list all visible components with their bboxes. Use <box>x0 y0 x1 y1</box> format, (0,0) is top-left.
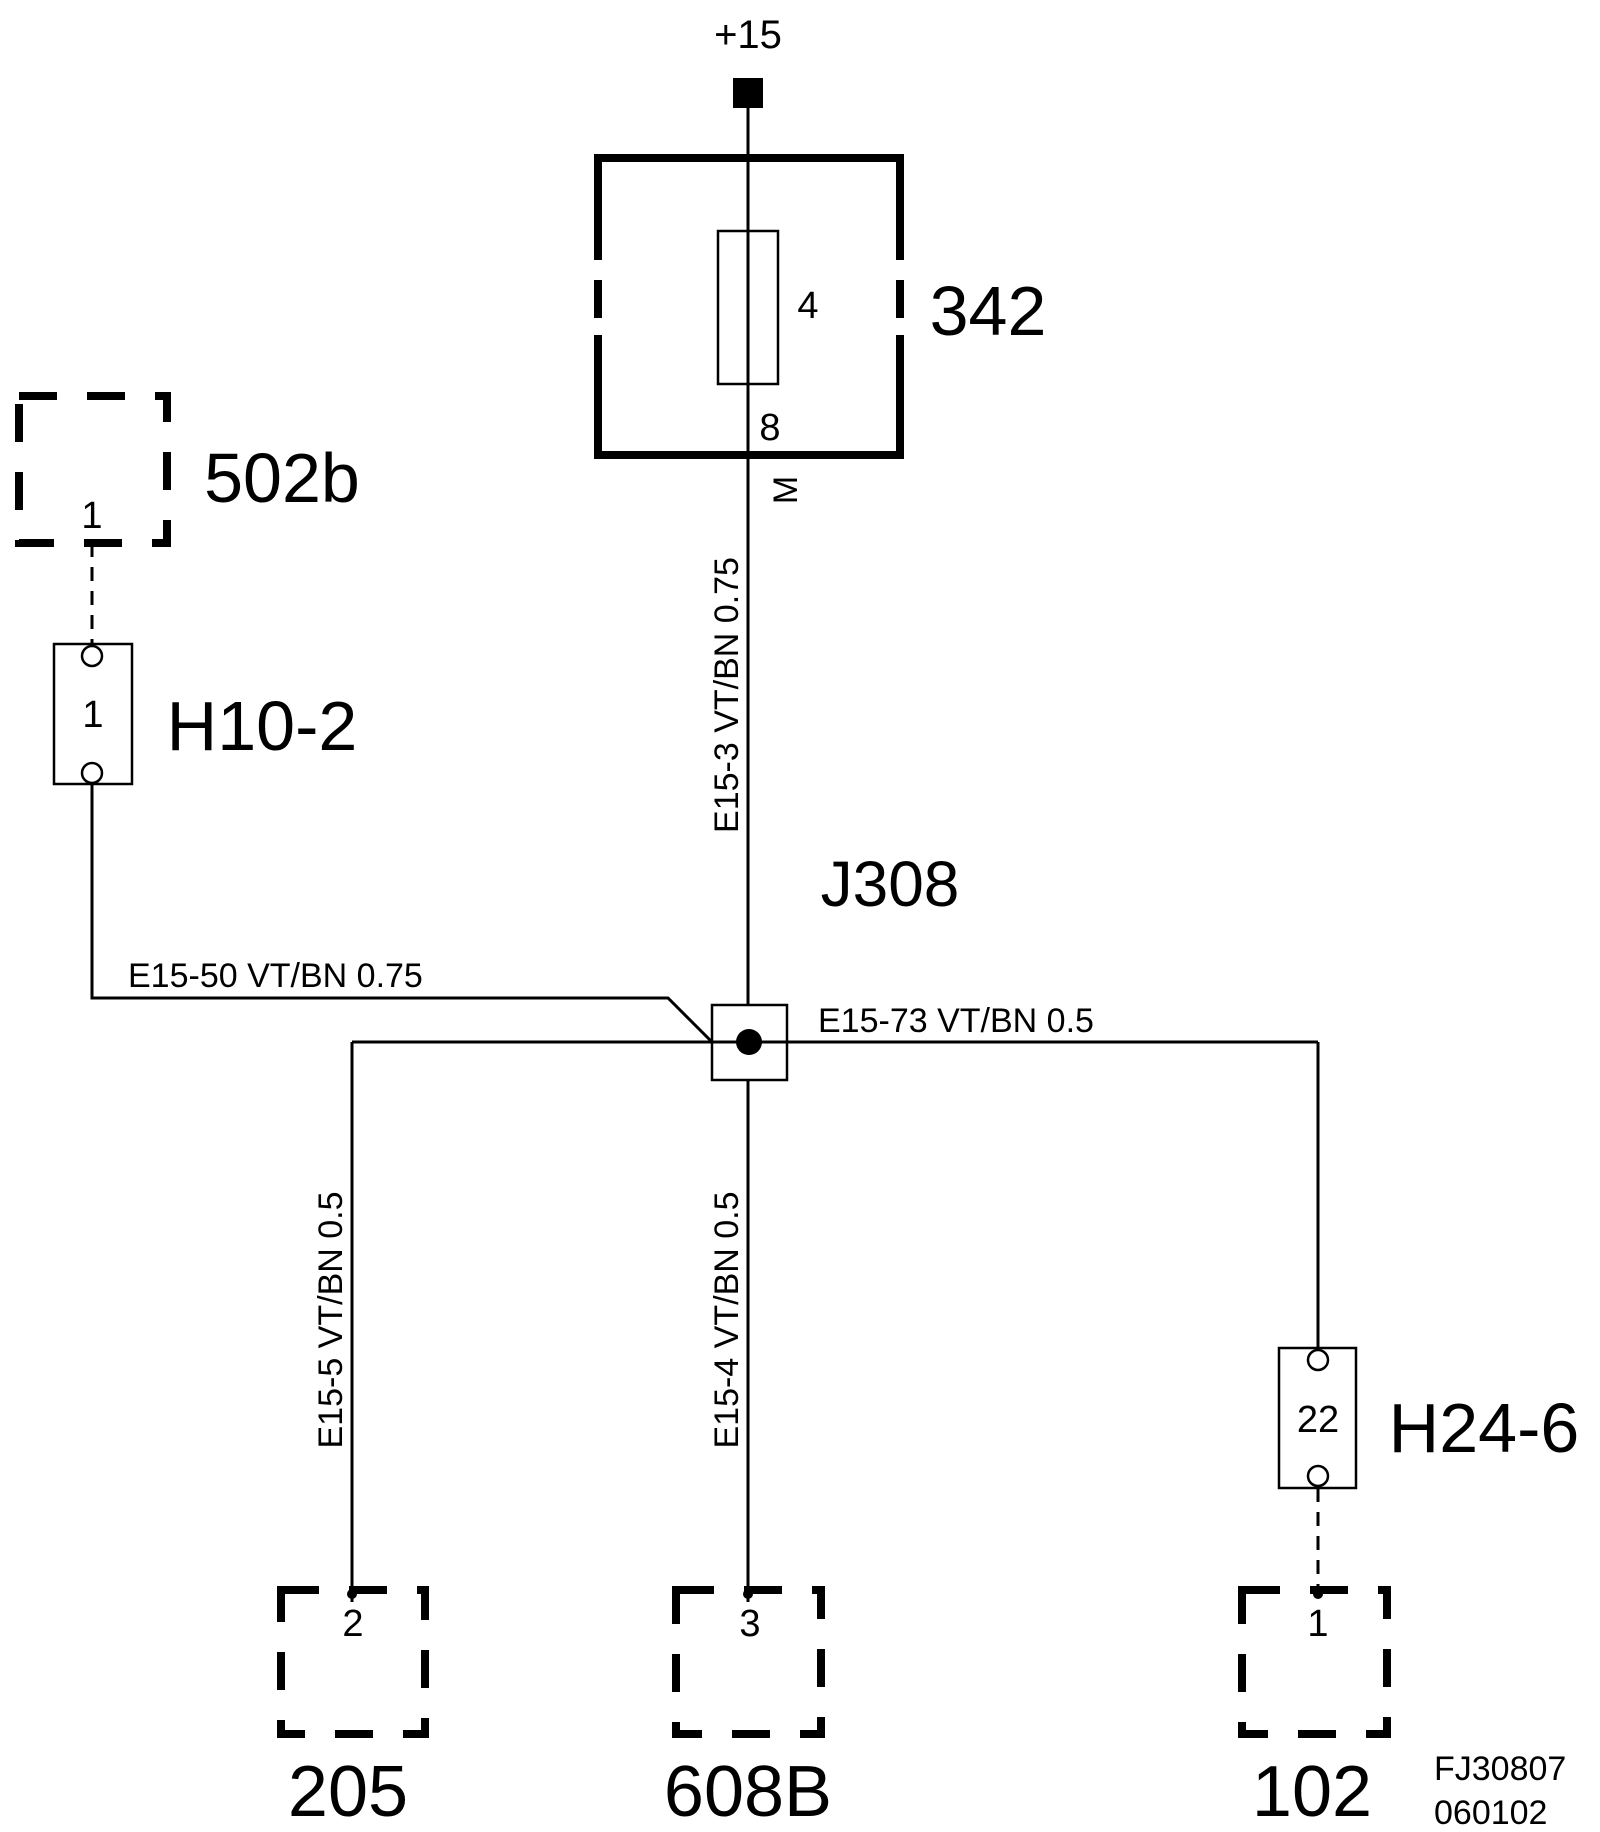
component-342: 4 8 342 <box>594 154 1047 459</box>
connector-h24-6-bottom-pin <box>1306 1464 1330 1488</box>
connector-h10-2-body <box>52 642 134 786</box>
connector-h10-2-pin: 1 <box>82 694 103 736</box>
component-342-pin: 8 <box>759 407 780 449</box>
component-342-pin-letter: M <box>767 476 805 504</box>
junction-label: J308 <box>821 848 960 920</box>
wire-e15-5-label: E15-5 VT/BN 0.5 <box>312 1191 350 1448</box>
component-608b-pin: 3 <box>739 1603 760 1645</box>
connector-h10-2-bottom-pin <box>80 761 104 785</box>
supply-label: +15 <box>714 13 782 57</box>
wire-e15-3-label: E15-3 VT/BN 0.75 <box>708 557 746 833</box>
wire-e15-4-label: E15-4 VT/BN 0.5 <box>708 1191 746 1448</box>
wire-e15-50 <box>90 783 714 1044</box>
component-502b-pin: 1 <box>81 495 102 537</box>
connector-h24-6-pin: 22 <box>1297 1399 1339 1441</box>
wire-e15-73-label: E15-73 VT/BN 0.5 <box>818 1002 1094 1040</box>
component-205-pin: 2 <box>342 1603 363 1645</box>
component-608b-label: 608B <box>664 1752 832 1832</box>
supply-terminal <box>733 78 763 108</box>
component-342-label: 342 <box>930 272 1047 350</box>
drawing-ref-line2: 060102 <box>1434 1794 1547 1832</box>
component-502b-label: 502b <box>204 439 360 517</box>
component-102-pin: 1 <box>1307 1603 1328 1645</box>
connector-h24-6-top-pin <box>1306 1348 1330 1372</box>
component-205-terminal <box>347 1589 357 1599</box>
component-102-box <box>1238 1586 1391 1738</box>
fuse-number: 4 <box>797 285 818 327</box>
wire-e15-50-label: E15-50 VT/BN 0.75 <box>128 957 423 995</box>
component-102-label: 102 <box>1252 1752 1372 1832</box>
drawing-ref-line1: FJ30807 <box>1434 1750 1566 1788</box>
connector-h24-6-body <box>1277 1346 1358 1490</box>
connector-h10-2-top-pin <box>80 644 104 668</box>
component-205-label: 205 <box>288 1752 408 1832</box>
connector-h10-2-label: H10-2 <box>167 687 358 765</box>
connector-h24-6-label: H24-6 <box>1389 1389 1580 1467</box>
component-608b-terminal <box>743 1589 753 1599</box>
component-102-terminal <box>1313 1589 1323 1599</box>
